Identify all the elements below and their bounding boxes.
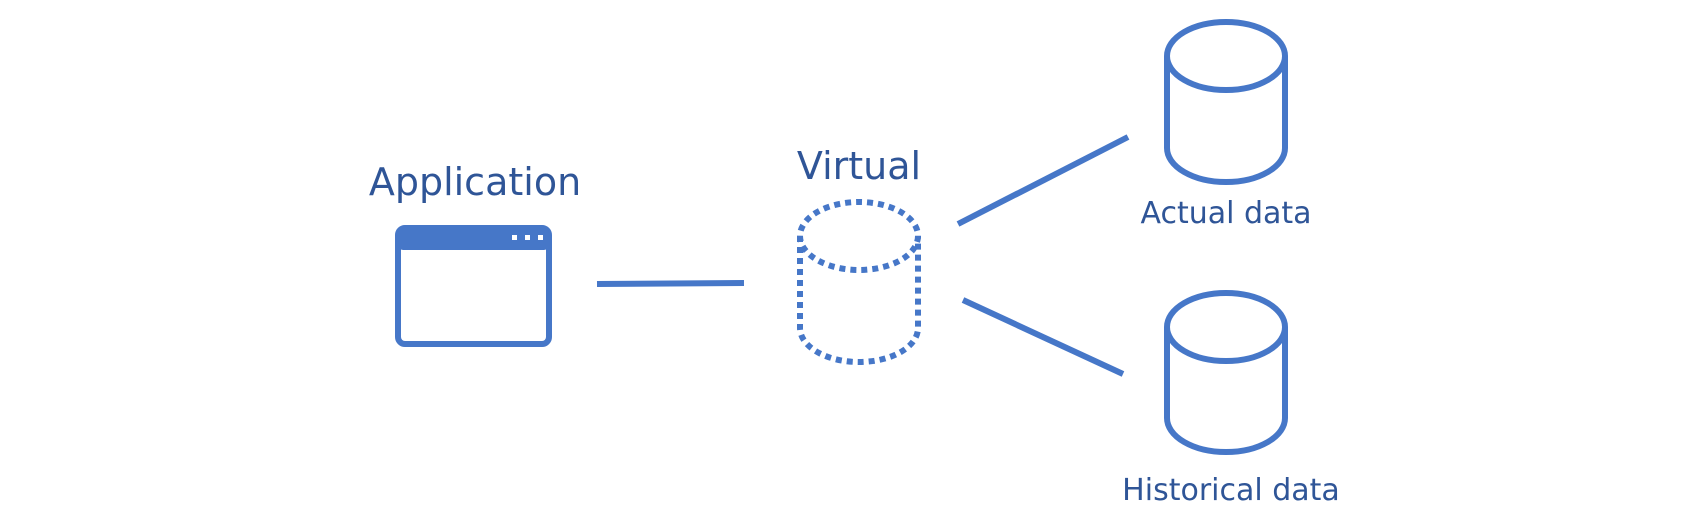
application-label: Application (369, 160, 581, 204)
application-window-icon (395, 225, 552, 347)
historical-data-label: Historical data (1122, 473, 1340, 508)
database-icon (1164, 290, 1288, 455)
historical-data-node: Historical data (1122, 290, 1340, 508)
virtual-node: Virtual (797, 144, 921, 365)
database-icon (1164, 19, 1288, 185)
connector-virtual-historical (961, 297, 1125, 377)
connector-application-virtual (596, 280, 745, 287)
connector-virtual-actual (956, 134, 1130, 227)
virtual-label: Virtual (797, 144, 921, 188)
actual-data-node: Actual data (1140, 19, 1312, 231)
actual-data-label: Actual data (1140, 196, 1311, 231)
dashed-database-icon (797, 199, 921, 365)
application-node: Application (369, 160, 581, 347)
